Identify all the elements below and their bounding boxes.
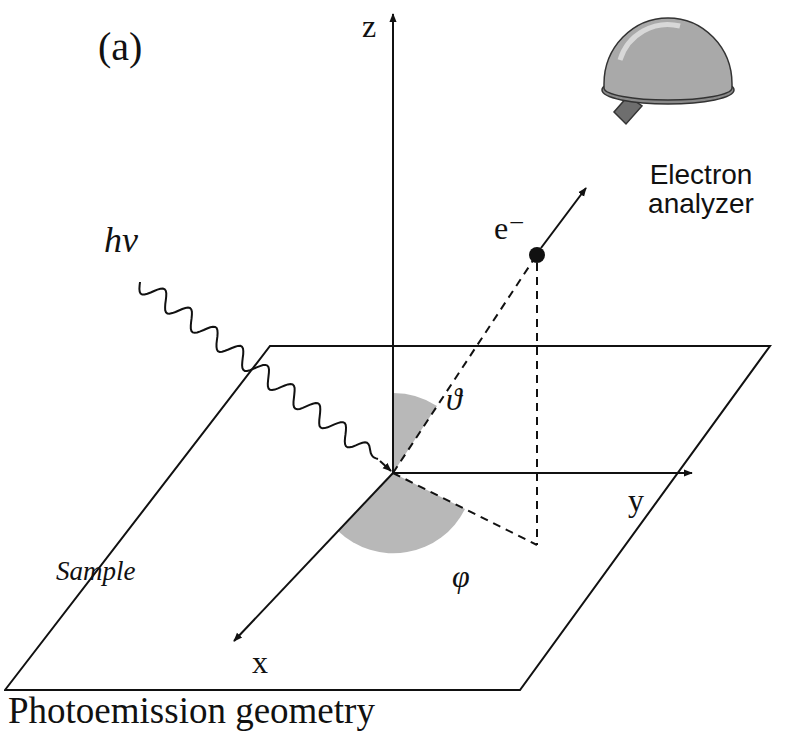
photon-label: hν <box>104 222 138 260</box>
electron-analyzer <box>602 18 734 124</box>
panel-letter: (a) <box>98 26 142 68</box>
sample-outline <box>4 345 772 691</box>
y-axis <box>393 472 692 474</box>
photon-wave <box>139 282 378 459</box>
emission-line <box>393 259 534 473</box>
analyzer-label: Electron analyzer <box>618 160 784 219</box>
theta-sector <box>393 393 437 473</box>
projection-vertical <box>536 263 538 545</box>
electron-label: e⁻ <box>494 212 525 246</box>
electron-arrow <box>541 188 586 248</box>
projection-line <box>393 473 537 545</box>
axis-label: x <box>252 646 268 680</box>
axis-label: y <box>628 484 644 518</box>
z-axis <box>392 14 394 473</box>
photon-arrowhead <box>380 461 391 471</box>
sample-plane: Sample <box>4 345 772 691</box>
electron-dot <box>529 247 545 263</box>
angle-label: ϑ <box>446 383 462 417</box>
sample-label: Sample <box>56 557 135 585</box>
axis-label: z <box>362 10 376 44</box>
caption: Photoemission geometry <box>8 692 375 731</box>
x-axis <box>234 473 393 641</box>
angle-label: φ <box>452 560 470 594</box>
phi-sector <box>338 473 465 553</box>
